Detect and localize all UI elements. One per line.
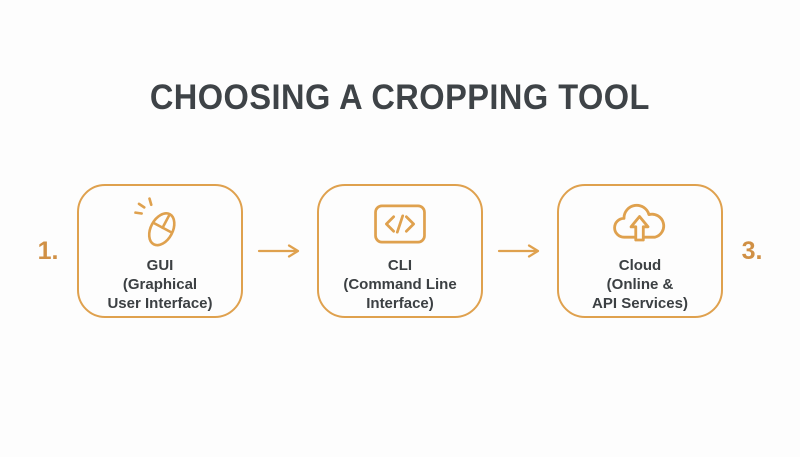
step-label-cli: CLI (Command Line Interface) (343, 256, 456, 313)
step-label-line: User Interface) (107, 295, 213, 312)
step-label-line: (Graphical (122, 276, 198, 293)
step-label-line: Interface) (366, 295, 434, 312)
mouse-click-icon (132, 195, 188, 253)
code-icon (371, 195, 429, 253)
arrow-right-icon (257, 243, 303, 259)
step-box-gui: GUI (Graphical User Interface) (77, 184, 243, 318)
step-label-line: CLI (387, 257, 413, 274)
step-box-cli: CLI (Command Line Interface) (317, 184, 483, 318)
step-label-gui: GUI (Graphical User Interface) (107, 256, 212, 313)
step-label-line: GUI (146, 257, 174, 274)
step-box-cloud: Cloud (Online & API Services) (557, 184, 723, 318)
step-number-3: 3. (741, 236, 763, 265)
page-title: CHOOSING A CROPPING TOOL (149, 78, 651, 117)
step-label-line: (Online & (606, 276, 674, 293)
step-label-line: (Command Line (343, 276, 457, 293)
step-label-cloud: Cloud (Online & API Services) (592, 256, 688, 313)
step-label-line: Cloud (618, 257, 662, 274)
step-label-line: API Services) (592, 295, 688, 312)
cloud-upload-icon (608, 195, 672, 253)
flow-diagram: 1. GUI (Graphical User Interface) (0, 184, 800, 318)
step-number-1: 1. (37, 236, 59, 265)
arrow-right-icon (497, 243, 543, 259)
